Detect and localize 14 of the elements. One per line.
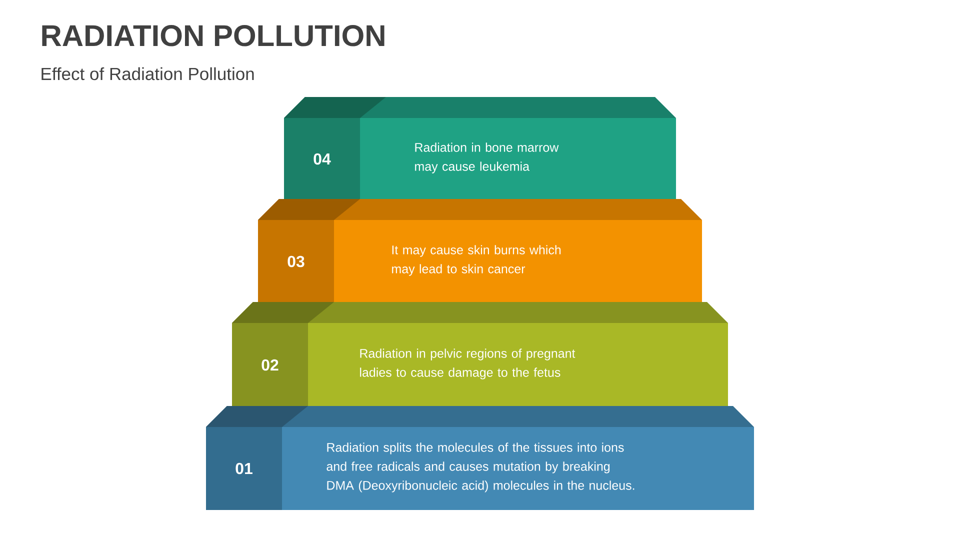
step-number: 01 — [236, 462, 252, 474]
subtitle: Effect of Radiation Pollution — [42, 67, 254, 80]
step-block — [206, 406, 754, 510]
step-number: 02 — [262, 359, 278, 371]
step-number: 03 — [288, 256, 304, 268]
step-block — [232, 302, 728, 407]
step-number: 04 — [314, 153, 331, 165]
step-text: Radiation splits the molecules of the tissues into ions and free radicals and causes mutation by breaking DMA (Deoxyribonucleic acid) molecules in the nucleus. — [326, 442, 634, 492]
step-block — [258, 199, 702, 303]
step-block — [284, 97, 676, 200]
step-text: Radiation in pelvic regions of pregnant ladies to cause damage to the fetus — [360, 348, 576, 380]
step-text: Radiation in bone marrow may cause leukemia — [415, 142, 559, 174]
title: RADIATION POLLUTION — [42, 25, 384, 46]
step-text: It may cause skin burns which may lead to skin cancer — [392, 245, 561, 276]
